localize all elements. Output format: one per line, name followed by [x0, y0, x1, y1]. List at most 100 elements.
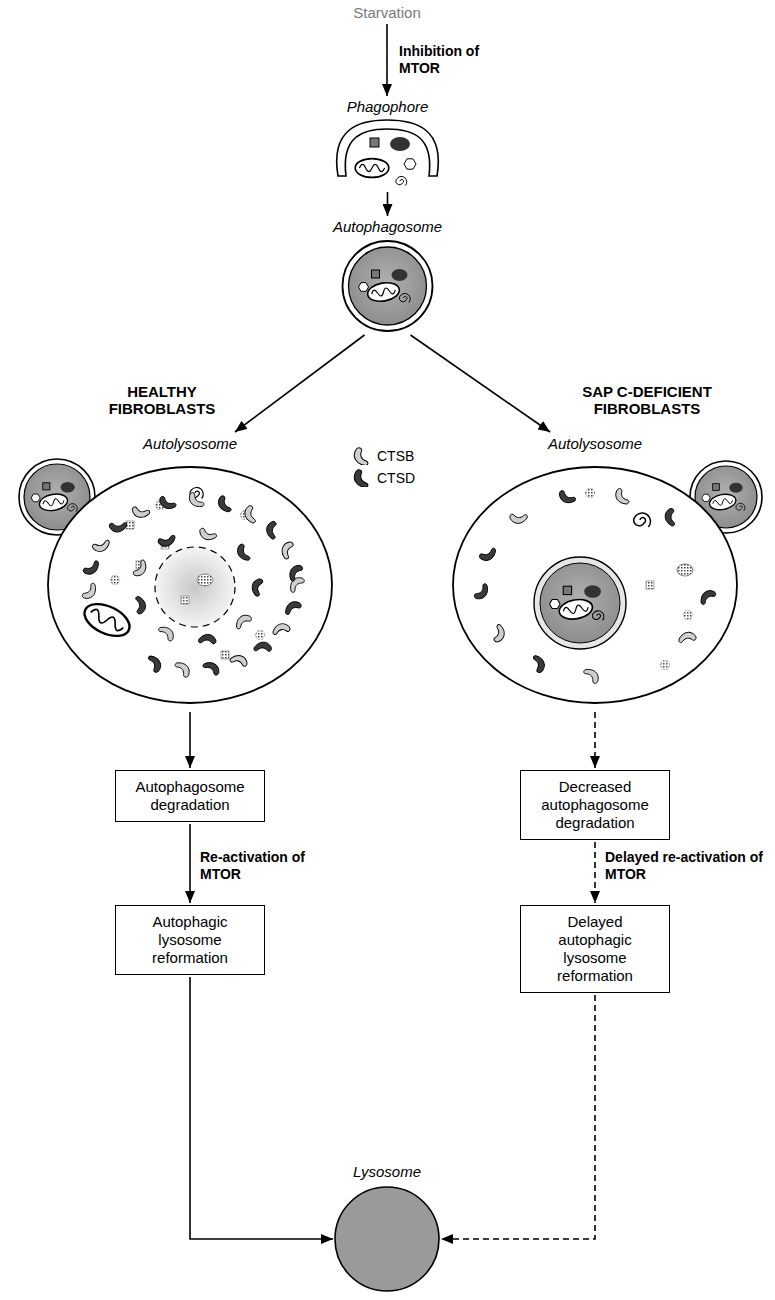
node-illustration	[335, 1163, 439, 1293]
edge-label: Re-activation of MTOR	[198, 848, 322, 884]
legend-label: CTSB	[377, 448, 414, 464]
ctsd-enzyme	[83, 559, 99, 576]
ctsb-enzyme	[91, 535, 110, 554]
ctsd-enzyme	[263, 520, 283, 540]
ctsb-enzyme	[229, 652, 248, 671]
legend-label: CTSD	[377, 470, 415, 486]
membrane-spiral	[634, 513, 651, 527]
ctsb-enzyme	[279, 541, 298, 560]
degrading-autophagosome	[155, 547, 235, 627]
membrane-spiral	[396, 176, 407, 185]
ctsb-enzyme	[174, 662, 190, 677]
membrane-spiral	[736, 503, 745, 511]
legend-swatch	[352, 469, 372, 487]
ctsd-enzyme	[157, 530, 176, 550]
mitochondrion	[366, 280, 401, 303]
box-label: Decreased autophagosome degradation	[529, 778, 661, 832]
ctsb-enzyme	[614, 488, 632, 505]
legend-swatch	[352, 447, 372, 465]
ctsb-enzyme	[131, 501, 151, 520]
ctsd-enzyme	[203, 661, 220, 677]
process-box: Autophagosome degradation	[115, 770, 265, 822]
box-label: Delayed autophagic lysosome reformation	[529, 913, 661, 985]
connector-arrow	[235, 335, 365, 432]
ctsb-enzyme	[199, 524, 218, 542]
process-box: Delayed autophagic lysosome reformation	[520, 905, 670, 993]
edge-label: HEALTHY FIBROBLASTS	[98, 382, 226, 418]
mitochondrion	[558, 597, 594, 621]
ctsd-enzyme	[528, 655, 548, 674]
node-label: Autolysosome	[450, 435, 740, 453]
ctsd-enzyme	[285, 600, 302, 618]
illustrated-node: Autolysosome	[45, 435, 335, 710]
node-label: Autolysosome	[45, 435, 335, 453]
mitochondrion	[38, 492, 69, 513]
ctsb-enzyme	[159, 627, 174, 641]
ctsb-enzyme	[82, 583, 97, 599]
membrane-spiral	[399, 293, 410, 302]
cargo	[359, 269, 411, 304]
ctsb-enzyme	[236, 614, 252, 631]
process-box: Decreased autophagosome degradation	[520, 770, 670, 840]
autophagosome-inner-membrane	[349, 247, 427, 325]
ctsd-enzyme	[144, 655, 163, 673]
start-text: Starvation	[327, 4, 447, 22]
process-box: Autophagic lysosome reformation	[115, 905, 265, 975]
legend-item: CTSB	[352, 445, 415, 467]
autolysosome-membrane	[453, 467, 737, 703]
cargo	[702, 483, 745, 512]
ctsd-enzyme	[662, 507, 682, 527]
connector-arrow	[386, 24, 388, 96]
mitochondrion	[708, 492, 737, 511]
undegraded-autophagosome	[534, 557, 626, 649]
illustrated-node: Autophagosome	[330, 218, 445, 332]
cargo	[550, 585, 604, 621]
ctsd-enzyme	[559, 488, 577, 505]
lysosome-circle	[335, 1187, 439, 1291]
edge-label: Inhibition of MTOR	[397, 42, 491, 78]
connector-arrow	[594, 712, 596, 768]
ctsd-enzyme	[159, 494, 177, 511]
legend-item: CTSD	[352, 467, 415, 489]
box-label: Autophagosome degradation	[124, 778, 256, 814]
node-label: Autophagosome	[330, 218, 445, 236]
ctsd-enzyme	[216, 495, 234, 513]
box-label: Autophagic lysosome reformation	[124, 913, 256, 967]
ctsd-enzyme	[474, 584, 489, 600]
mitochondrion	[355, 159, 389, 178]
ctsb-enzyme	[488, 624, 507, 644]
connector-arrow	[190, 977, 333, 1239]
ctsd-enzyme	[249, 578, 268, 598]
connector-arrow	[441, 995, 595, 1239]
connector-arrow	[387, 192, 389, 216]
edge-label: Delayed re-activation of MTOR	[603, 848, 769, 884]
connector-arrow	[411, 335, 551, 432]
node-label: Lysosome	[335, 1163, 439, 1181]
ctsb-enzyme	[583, 669, 598, 683]
ctsb-enzyme	[189, 493, 204, 507]
ctsb-enzyme	[272, 620, 291, 640]
legend: CTSB CTSD	[352, 445, 415, 489]
connector-arrow	[189, 712, 191, 768]
node-illustration	[45, 435, 335, 710]
ctsd-enzyme	[700, 589, 716, 606]
ctsb-enzyme	[508, 507, 528, 527]
ctsb-enzyme	[241, 504, 261, 524]
node-label: Phagophore	[320, 98, 455, 116]
ctsd-enzyme	[197, 631, 217, 651]
ctsd-enzyme	[253, 638, 273, 658]
mitochondrion	[80, 598, 135, 643]
membrane-spiral	[68, 504, 78, 512]
cargo	[31, 482, 77, 513]
ctsd-enzyme	[108, 516, 128, 536]
ctsd-enzyme	[479, 544, 497, 563]
illustrated-node: Lysosome	[335, 1163, 439, 1293]
illustrated-node: Autolysosome	[450, 435, 740, 710]
connector-arrow	[189, 824, 191, 903]
ctsd-enzyme	[235, 543, 254, 561]
autophagosome-outer-membrane	[343, 241, 433, 331]
ctsb-enzyme	[678, 629, 698, 649]
autolysosome-membrane	[48, 467, 332, 703]
illustrated-node: Phagophore	[320, 98, 455, 190]
